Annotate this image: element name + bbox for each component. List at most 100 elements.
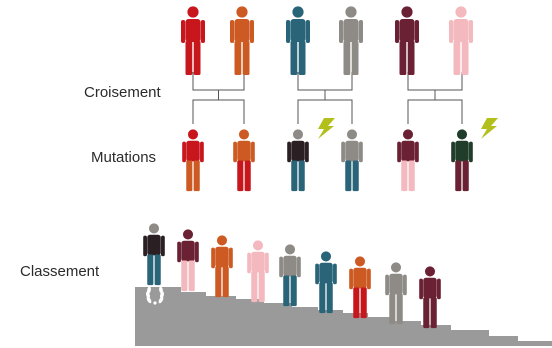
torso — [353, 267, 367, 289]
torso — [345, 140, 359, 162]
torso — [291, 140, 305, 162]
torso — [389, 273, 403, 295]
leg-left — [389, 293, 396, 325]
child-gray-teal-figure — [341, 129, 363, 192]
parent-red-figure — [181, 6, 205, 75]
torso — [186, 140, 200, 162]
mutations-label: Mutations — [91, 149, 157, 166]
head-icon — [345, 6, 357, 18]
head-icon — [390, 262, 402, 273]
torso — [319, 262, 333, 284]
arm-right — [415, 141, 419, 163]
parent-orange-figure — [230, 6, 254, 75]
torso — [181, 240, 195, 262]
leg-right — [360, 287, 367, 319]
arm-right — [305, 141, 309, 163]
head-icon — [455, 6, 467, 18]
crossover-bracket — [407, 72, 463, 124]
crossover-bracket — [297, 72, 353, 124]
head-icon — [320, 251, 332, 262]
torso — [453, 19, 469, 42]
leg-right — [242, 41, 250, 75]
torso — [251, 251, 265, 273]
rank-8-figure — [385, 262, 407, 325]
head-icon — [292, 6, 304, 18]
arm-left — [143, 235, 147, 257]
head-icon — [346, 129, 358, 140]
head-icon — [424, 266, 436, 277]
arm-right — [359, 141, 363, 163]
head-icon — [401, 6, 413, 18]
leg-left — [186, 160, 193, 192]
head-icon — [148, 223, 160, 234]
leg-right — [258, 271, 265, 303]
head-icon — [216, 235, 228, 246]
arm-right — [358, 20, 363, 43]
torso — [423, 277, 437, 299]
arm-left — [211, 247, 215, 269]
rank-1-figure — [143, 223, 165, 286]
arm-right — [403, 274, 407, 296]
arm-left — [287, 141, 291, 163]
leg-right — [193, 41, 201, 75]
arm-right — [195, 241, 199, 263]
lightning-icon — [481, 118, 498, 139]
leg-right — [396, 293, 403, 325]
leg-left — [423, 297, 430, 329]
arm-right — [161, 235, 165, 257]
leg-left — [234, 41, 242, 75]
arm-left — [315, 263, 319, 285]
staircase-shape — [135, 287, 552, 346]
leg-left — [181, 260, 188, 292]
leg-left — [185, 41, 193, 75]
leg-right — [462, 160, 469, 192]
arm-right — [249, 20, 254, 43]
torso — [283, 255, 297, 277]
leg-right — [326, 282, 333, 314]
crossover-connectors — [192, 72, 463, 124]
leg-left — [401, 160, 408, 192]
arm-left — [341, 141, 345, 163]
torso — [401, 140, 415, 162]
leg-left — [453, 41, 461, 75]
rank-7-figure — [349, 256, 371, 319]
arm-left — [177, 241, 181, 263]
arm-left — [286, 20, 291, 43]
torso — [237, 140, 251, 162]
arm-left — [349, 268, 353, 290]
head-icon — [182, 229, 194, 240]
arm-right — [305, 20, 310, 43]
arm-left — [247, 252, 251, 274]
leg-left — [353, 287, 360, 319]
arm-right — [251, 141, 255, 163]
torso — [399, 19, 415, 42]
head-icon — [238, 129, 250, 140]
leg-left — [399, 41, 407, 75]
torso — [215, 246, 229, 268]
head-icon — [252, 240, 264, 251]
arm-right — [200, 20, 205, 43]
head-icon — [402, 129, 414, 140]
head-icon — [456, 129, 468, 140]
lightning-icon — [318, 118, 335, 139]
leg-right — [298, 41, 306, 75]
arm-right — [468, 20, 473, 43]
arm-right — [469, 141, 473, 163]
arm-left — [449, 20, 454, 43]
arm-right — [414, 20, 419, 43]
leg-right — [408, 160, 415, 192]
leg-left — [283, 275, 290, 307]
torso — [234, 19, 250, 42]
arm-left — [230, 20, 235, 43]
parent-pink-figure — [449, 6, 473, 75]
parent-teal-figure — [286, 6, 310, 75]
head-icon — [354, 256, 366, 267]
head-icon — [187, 129, 199, 140]
parent-gray-figure — [339, 6, 363, 75]
arm-left — [419, 278, 423, 300]
leg-right — [352, 160, 359, 192]
arm-left — [451, 141, 455, 163]
head-icon — [292, 129, 304, 140]
head-icon — [236, 6, 248, 18]
